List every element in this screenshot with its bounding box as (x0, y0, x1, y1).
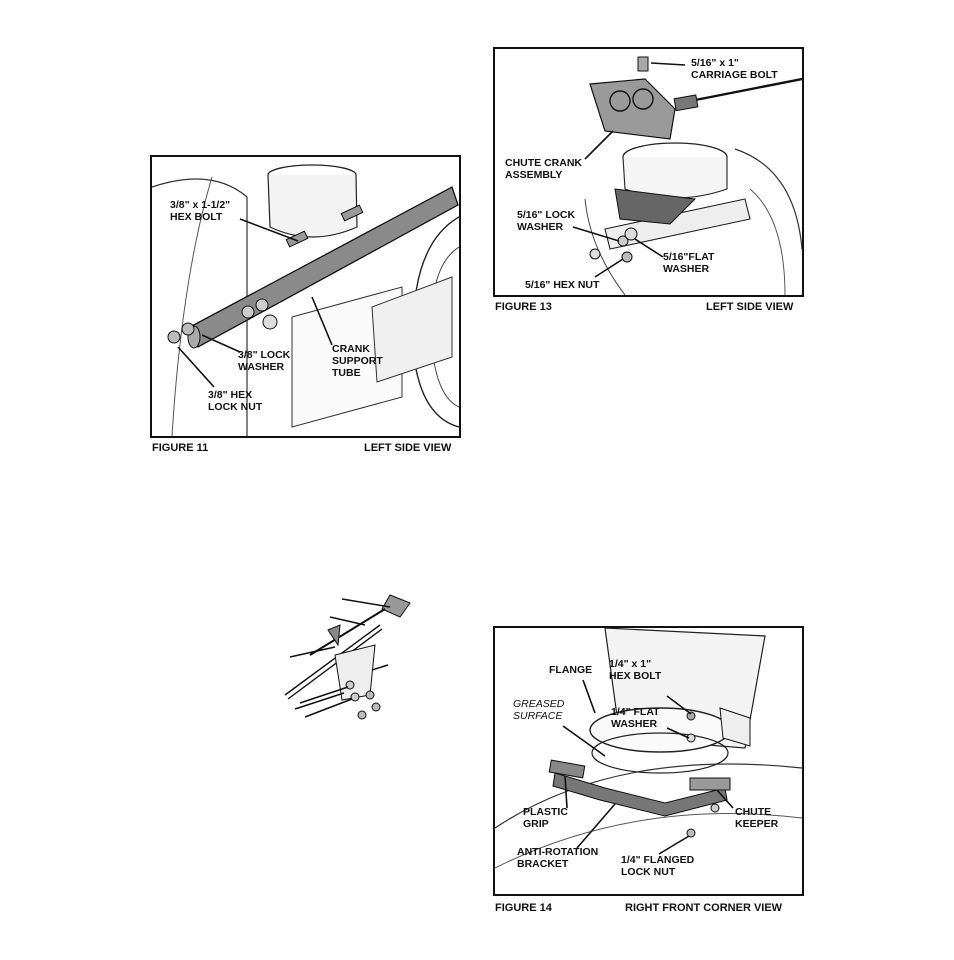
arrow-hex-lock-nut (177, 346, 215, 388)
label-carriage-bolt: 5/16" x 1" CARRIAGE BOLT (691, 57, 778, 81)
lock-washer-2 (255, 298, 269, 312)
arrow-flat-washer (666, 727, 690, 739)
label-flanged-lock-nut: 1/4" FLANGED LOCK NUT (621, 854, 695, 878)
flat-washer (686, 733, 696, 743)
crank-shaft (309, 608, 386, 656)
leader-1 (341, 598, 391, 608)
figure-14-illustration (495, 628, 802, 869)
arrow-hex-bolt (239, 218, 299, 242)
label-hex-lock-nut: 3/8" HEX LOCK NUT (208, 389, 263, 413)
leader-4 (371, 664, 389, 671)
label-flange: FLANGE (549, 664, 593, 676)
nut-1 (365, 690, 375, 700)
figure-11-caption: FIGURE 11 (152, 442, 209, 454)
figure-13-caption: FIGURE 13 (495, 301, 552, 313)
hex-lock-nut-1 (167, 330, 181, 344)
nut-2 (371, 702, 381, 712)
chute-body (267, 174, 358, 238)
figure-13-view: LEFT SIDE VIEW (706, 301, 794, 313)
figure-14-frame: FLANGE 1/4" x 1" HEX BOLT GREASED SURFAC… (493, 626, 804, 896)
hex-bolt-2 (340, 204, 364, 222)
figure-14-caption: FIGURE 14 (495, 902, 552, 914)
arrow-greased-surface (562, 725, 606, 757)
mounting-plate (604, 198, 751, 250)
figure-13-frame: 5/16" x 1" CARRIAGE BOLT CHUTE CRANK ASS… (493, 47, 804, 297)
arrow-crank-tube (311, 296, 333, 346)
label-flat-washer: 1/4" FLAT WASHER (611, 706, 660, 730)
label-hex-bolt: 3/8" x 1-1/2" HEX BOLT (170, 199, 231, 223)
arrow-hex-bolt (666, 695, 692, 715)
hex-nut (621, 251, 633, 263)
chute-keeper (689, 777, 731, 791)
label-lock-washer: 5/16" LOCK WASHER (517, 209, 576, 233)
wheel-arc-2 (749, 188, 786, 295)
label-greased-surface: GREASED SURFACE (513, 698, 565, 722)
crank-handle (381, 594, 411, 618)
crank-coil-1 (609, 90, 631, 112)
washer-2 (350, 692, 360, 702)
chute-crank-bracket (589, 78, 676, 140)
frame-nut (262, 314, 278, 330)
hex-bolt (686, 711, 696, 721)
crank-rod-2 (287, 628, 383, 700)
figure-11-view: LEFT SIDE VIEW (364, 442, 452, 454)
arrow-plastic-grip (564, 775, 568, 809)
arrow-chute-keeper (716, 789, 734, 809)
crank-coupler (673, 94, 699, 112)
arrow-anti-rotation (576, 803, 616, 849)
knob (327, 624, 341, 647)
arrow-lock-washer (201, 334, 241, 353)
arrow-flanged-nut (658, 835, 690, 855)
housing-curve-2 (495, 813, 802, 869)
nut-3 (357, 710, 367, 720)
wheel-arc (734, 148, 802, 250)
arrow-chute-crank (584, 130, 614, 160)
arrow-flat-washer (634, 238, 664, 258)
frame-bolt (589, 248, 601, 260)
label-hex-bolt: 1/4" x 1" HEX BOLT (609, 658, 662, 682)
plastic-grip (548, 759, 586, 779)
crank-exploded-illustration (284, 594, 411, 720)
label-plastic-grip: PLASTIC GRIP (523, 806, 568, 830)
chute-deflector (614, 188, 697, 225)
leader-3 (289, 646, 336, 658)
label-chute-keeper: CHUTE KEEPER (735, 806, 779, 830)
leader-5 (299, 686, 349, 704)
figure-13-illustration (572, 56, 802, 295)
arrow-hex-nut (594, 258, 624, 278)
housing-curve (495, 763, 802, 829)
leader-6 (304, 698, 353, 718)
arrow-lock-washer (572, 226, 620, 242)
figure-11-illustration (152, 164, 459, 436)
flange-ring-lower (591, 732, 729, 774)
housing-curve (584, 198, 626, 295)
label-anti-rotation-bracket: ANTI-ROTATION BRACKET (517, 846, 599, 870)
frame-bracket (371, 276, 453, 383)
arrow-carriage-bolt (650, 62, 686, 66)
label-flat-washer: 5/16"FLAT WASHER (663, 251, 715, 275)
crank-coil-2 (632, 88, 654, 110)
leader-7 (294, 692, 345, 710)
anti-rotation-bracket (552, 772, 728, 817)
label-chute-crank-assembly: CHUTE CRANK ASSEMBLY (505, 157, 582, 181)
mount-bolt (710, 803, 720, 813)
label-crank-support-tube: CRANK SUPPORT TUBE (332, 343, 383, 379)
hex-lock-nut-2 (181, 322, 195, 336)
hex-bolt-1 (285, 230, 309, 248)
flanged-nut (686, 828, 696, 838)
lock-washer-1 (241, 305, 255, 319)
figure-14-view: RIGHT FRONT CORNER VIEW (625, 902, 783, 914)
arrow-flange (582, 679, 596, 714)
carriage-bolt (637, 56, 649, 72)
figure-11-frame: 3/8" x 1-1/2" HEX BOLT 3/8" LOCK WASHER … (150, 155, 461, 438)
auger-housing-curve (152, 178, 248, 436)
flat-washer (624, 227, 638, 241)
side-bracket (719, 707, 751, 747)
label-lock-washer: 3/8" LOCK WASHER (238, 349, 291, 373)
label-hex-nut: 5/16" HEX NUT (525, 279, 600, 291)
auger-housing-curve-2 (171, 176, 213, 436)
crank-rod-1 (284, 624, 381, 696)
leader-2 (329, 616, 366, 626)
